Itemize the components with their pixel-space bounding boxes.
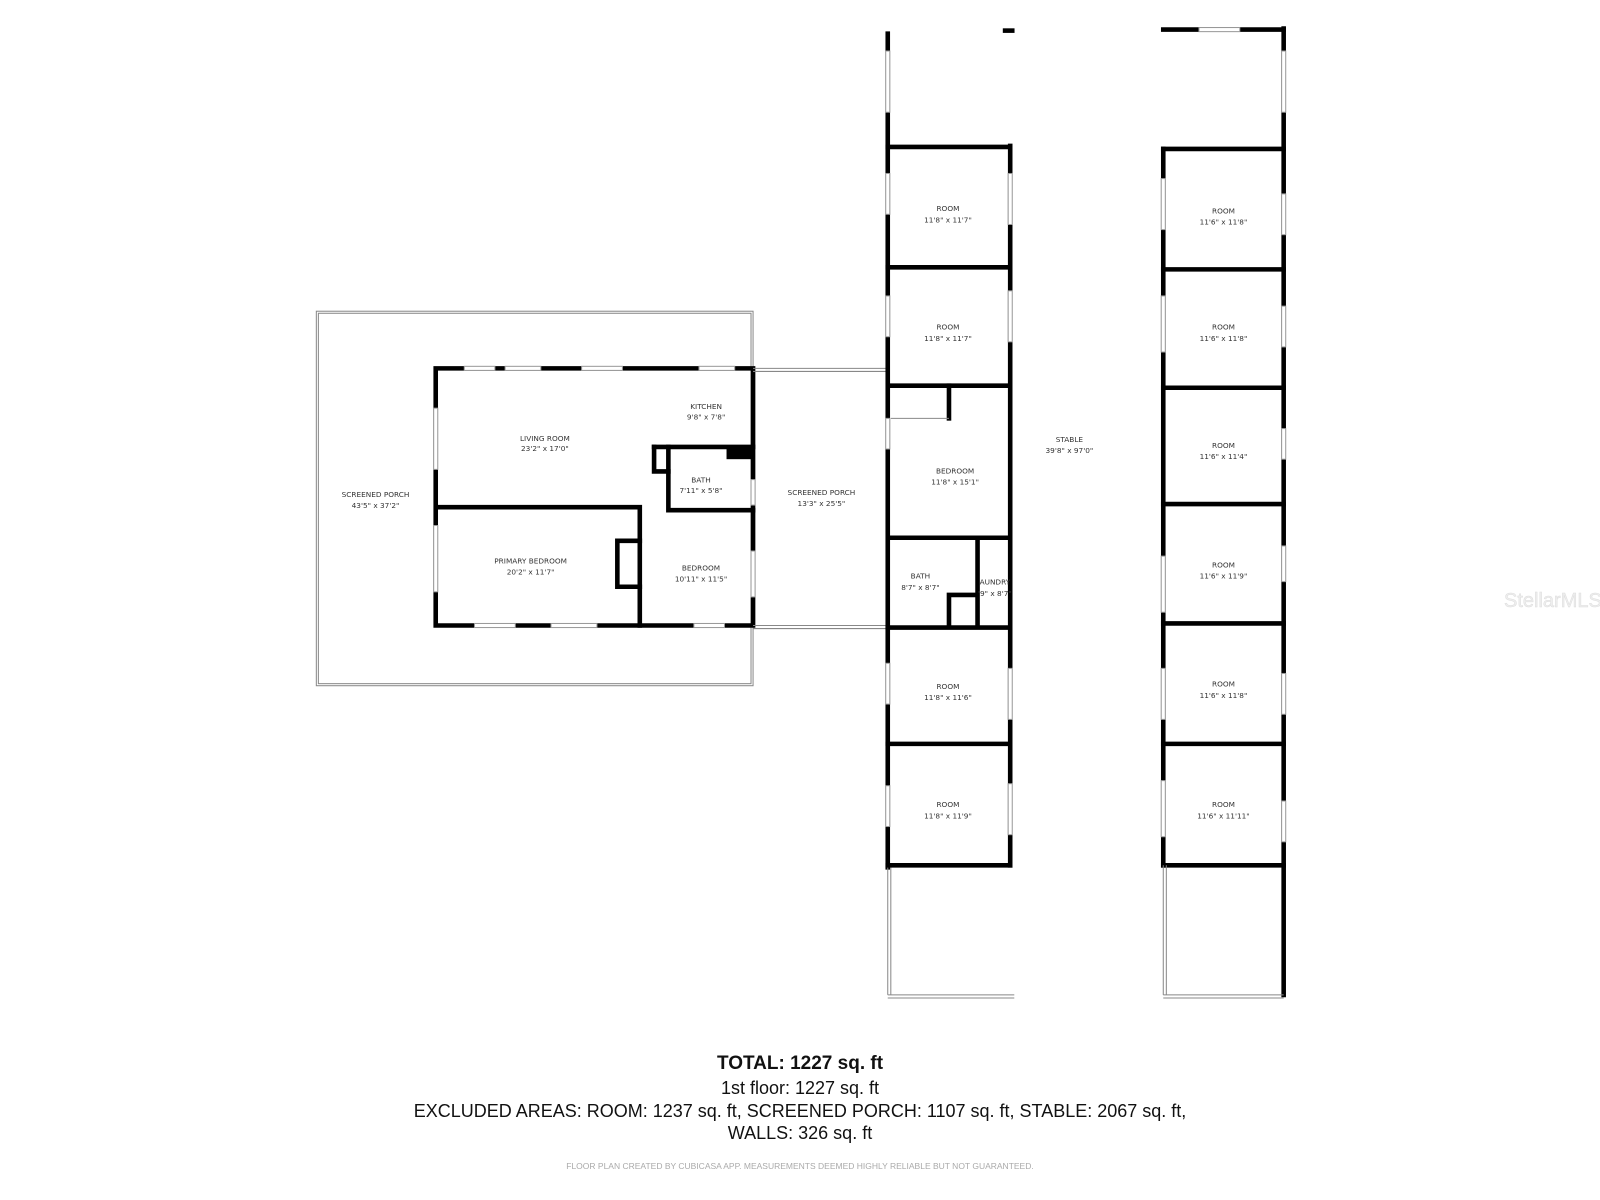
room-label-right-2: ROOM 11'6" x 11'4" [1200,441,1248,461]
excluded-areas: EXCLUDED AREAS: ROOM: 1237 sq. ft, SCREE… [413,1101,1187,1121]
svg-text:ROOM: ROOM [1212,560,1235,569]
total-area: TOTAL: 1227 sq. ft [716,1053,884,1074]
room-label-right-0: ROOM 11'6" x 11'8" [1200,206,1248,226]
svg-text:ROOM: ROOM [936,323,959,332]
room-label-right-4: ROOM 11'6" x 11'8" [1200,680,1248,700]
svg-text:43'5" x 37'2": 43'5" x 37'2" [352,501,400,510]
svg-text:ROOM: ROOM [936,800,959,809]
svg-text:11'8" x 11'7": 11'8" x 11'7" [924,215,972,224]
svg-text:PRIMARY BEDROOM: PRIMARY BEDROOM [494,556,567,565]
svg-text:SCREENED PORCH: SCREENED PORCH [342,490,410,499]
svg-text:ROOM: ROOM [936,204,959,213]
svg-text:AUNDRY: AUNDRY [980,578,1011,587]
room-label-screened-porch-left: SCREENED PORCH 43'5" x 37'2" [342,490,410,510]
room-label-stable: STABLE 39'8" x 97'0" [1046,435,1094,455]
svg-text:11'8" x 11'9": 11'8" x 11'9" [924,811,972,820]
room-label-left-0: ROOM 11'8" x 11'7" [924,204,972,224]
room-label-right-5: ROOM 11'6" x 11'11" [1197,800,1249,820]
first-floor-area: 1st floor: 1227 sq. ft [720,1078,880,1098]
watermark: StellarMLS [1504,590,1600,613]
svg-text:11'6" x 11'4": 11'6" x 11'4" [1200,452,1248,461]
screened-porch-mid-outline [753,367,886,630]
room-label-left-3: ROOM 11'8" x 11'9" [924,800,972,820]
house-windows [433,365,756,629]
svg-text:11'6" x 11'8": 11'6" x 11'8" [1200,334,1248,343]
room-label-stable-bedroom: BEDROOM 11'8" x 15'1" [931,466,979,486]
room-label-screened-porch-mid: SCREENED PORCH 13'3" x 25'5" [788,488,856,508]
svg-text:23'2" x 17'0": 23'2" x 17'0" [521,444,569,453]
room-label-kitchen: KITCHEN 9'8" x 7'8" [687,402,725,421]
svg-text:8'7" x 8'7": 8'7" x 8'7" [901,583,939,592]
room-label-left-1: ROOM 11'8" x 11'7" [924,323,972,343]
svg-text:BEDROOM: BEDROOM [936,466,974,475]
stable-walls [885,26,1287,999]
svg-text:STABLE: STABLE [1056,435,1084,444]
svg-text:13'3" x 25'5": 13'3" x 25'5" [798,499,846,508]
room-label-right-3: ROOM 11'6" x 11'9" [1200,560,1248,580]
svg-text:ROOM: ROOM [936,682,959,691]
svg-text:11'6" x 11'9": 11'6" x 11'9" [1200,572,1248,581]
svg-text:11'8" x 11'6": 11'8" x 11'6" [924,693,972,702]
svg-text:BATH: BATH [691,476,710,485]
svg-text:9'8" x 7'8": 9'8" x 7'8" [687,412,725,421]
stable-windows [885,172,1287,843]
disclaimer: FLOOR PLAN CREATED BY CUBICASA APP. MEAS… [566,1161,1034,1171]
svg-text:11'6" x 11'11": 11'6" x 11'11" [1197,811,1249,820]
svg-text:ROOM: ROOM [1212,323,1235,332]
room-label-laundry: AUNDRY '9" x 8'7" [978,578,1012,598]
svg-text:11'6" x 11'8": 11'6" x 11'8" [1200,691,1248,700]
room-label-living-room: LIVING ROOM 23'2" x 17'0" [520,434,570,453]
walls-area: WALLS: 326 sq. ft [727,1123,873,1143]
svg-text:11'8" x 11'7": 11'8" x 11'7" [924,334,972,343]
room-label-stable-bath: BATH 8'7" x 8'7" [901,572,939,592]
svg-text:20'2" x 11'7": 20'2" x 11'7" [507,567,555,576]
svg-text:10'11" x 11'5": 10'11" x 11'5" [675,575,727,584]
svg-text:LIVING ROOM: LIVING ROOM [520,434,570,443]
room-label-bath: BATH 7'11" x 5'8" [679,476,722,495]
svg-text:BEDROOM: BEDROOM [682,563,720,572]
svg-text:'9" x 8'7": '9" x 8'7" [978,589,1012,598]
svg-text:SCREENED PORCH: SCREENED PORCH [788,488,856,497]
svg-text:7'11" x 5'8": 7'11" x 5'8" [679,486,722,495]
svg-text:ROOM: ROOM [1212,680,1235,689]
room-label-left-2: ROOM 11'8" x 11'6" [924,682,972,702]
room-label-right-1: ROOM 11'6" x 11'8" [1200,323,1248,343]
svg-text:11'6" x 11'8": 11'6" x 11'8" [1200,217,1248,226]
svg-text:KITCHEN: KITCHEN [690,402,722,411]
svg-text:ROOM: ROOM [1212,441,1235,450]
room-label-primary-bedroom: PRIMARY BEDROOM 20'2" x 11'7" [494,556,567,576]
room-label-bedroom: BEDROOM 10'11" x 11'5" [675,563,727,583]
svg-text:BATH: BATH [911,572,930,581]
svg-text:ROOM: ROOM [1212,800,1235,809]
svg-text:11'8" x 15'1": 11'8" x 15'1" [931,478,979,487]
svg-text:ROOM: ROOM [1212,206,1235,215]
svg-text:39'8" x 97'0": 39'8" x 97'0" [1046,446,1094,455]
